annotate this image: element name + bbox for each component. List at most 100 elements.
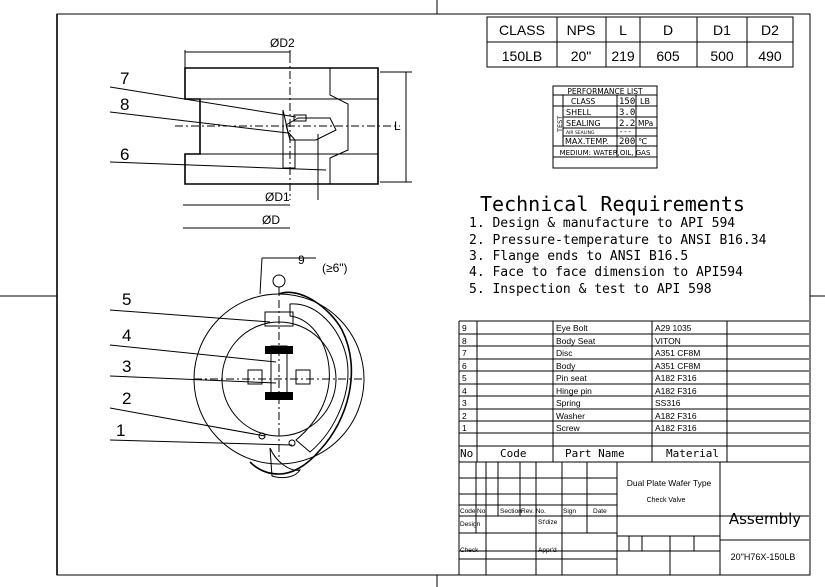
performance-class-unit: LB (640, 97, 650, 106)
dim-l-label: L (394, 119, 401, 133)
parts-header-code: Code (500, 447, 527, 460)
title-no-label: No. (477, 508, 487, 515)
title-stdize-label: St'dize (538, 519, 558, 526)
spec-value-d1: 500 (710, 48, 734, 64)
performance-class-value: 150 (619, 97, 635, 107)
spec-header-d1: D1 (713, 22, 731, 38)
part-material-6: A351 CF8M (655, 361, 700, 371)
spec-header-d2: D2 (761, 22, 779, 38)
title-code-label: Code (460, 508, 476, 515)
title-date-label: Date (593, 508, 607, 515)
parts-list: 9 Eye Bolt A29 1035 8 Body Seat VITON 7 … (458, 320, 809, 575)
performance-test-label: TEST (556, 116, 564, 133)
balloon-4: 4 (122, 326, 131, 345)
spec-table: CLASS NPS L D D1 D2 150LB 20" 219 605 50… (486, 16, 794, 68)
performance-shell-value: 3.0 (619, 108, 635, 118)
performance-shell-label: SHELL (566, 108, 592, 117)
part-name-8: Body Seat (556, 336, 596, 346)
performance-sealing-label: SEALING (566, 119, 601, 128)
performance-medium: MEDIUM: WATER,OIL, GAS (560, 149, 651, 157)
part-material-8: VITON (655, 336, 681, 346)
performance-maxtemp-value: 200 (619, 137, 635, 147)
technical-requirements: Technical Requirements 1. Design & manuf… (469, 192, 767, 297)
part-material-4: A182 F316 (655, 386, 697, 396)
parts-header-no: No (460, 447, 473, 460)
parts-header-material: Material (666, 447, 719, 460)
spec-value-d2: 490 (758, 48, 782, 64)
part-no-5: 5 (462, 373, 467, 383)
balloon-1: 1 (116, 421, 125, 440)
spec-value-nps: 20" (571, 48, 592, 64)
balloon-9: 9 (298, 253, 305, 267)
dim-d-label: ØD (262, 213, 280, 227)
balloon-8: 8 (120, 95, 129, 114)
section-view: ØD2 ØD1 ØD L 7 8 6 (109, 36, 412, 229)
balloon-6: 6 (120, 145, 129, 164)
balloon-2: 2 (122, 389, 131, 408)
title-design-label: Design (460, 521, 481, 528)
part-name-1: Screw (556, 423, 580, 433)
spec-header-d: D (663, 22, 673, 38)
performance-air-label: AIR SEALING (566, 130, 595, 136)
title-product-line1: Dual Plate Wafer Type (627, 478, 712, 488)
part-no-9: 9 (462, 323, 467, 333)
part-no-4: 4 (462, 386, 467, 396)
part-no-2: 2 (462, 411, 467, 421)
title-revno-label: Rev. No. (521, 508, 546, 515)
part-no-3: 3 (462, 398, 467, 408)
part-material-3: SS316 (655, 398, 681, 408)
front-view: 9 (≥6") 5 4 3 2 1 (109, 253, 365, 479)
requirements-title: Technical Requirements (480, 192, 745, 216)
requirement-item-1: 1. Design & manufacture to API 594 (469, 216, 735, 231)
part-no-1: 1 (462, 423, 467, 433)
requirement-item-4: 4. Face to face dimension to API594 (469, 265, 743, 280)
balloon-7: 7 (120, 69, 129, 88)
spec-value-class: 150LB (502, 48, 542, 64)
title-section-label: Section (500, 508, 522, 515)
requirement-item-5: 5. Inspection & test to API 598 (469, 282, 712, 297)
part-material-5: A182 F316 (655, 373, 697, 383)
balloon-3: 3 (122, 357, 131, 376)
balloon-5: 5 (122, 290, 131, 309)
spec-header-l: L (619, 22, 627, 38)
requirement-item-3: 3. Flange ends to ANSI B16.5 (469, 249, 688, 264)
dim-d2-label: ØD2 (270, 36, 295, 50)
performance-air-value: --- (619, 128, 632, 136)
part-name-4: Hinge pin (556, 386, 592, 396)
part-name-2: Washer (556, 411, 585, 421)
performance-sealing-value: 2.2 (619, 119, 635, 129)
part-material-1: A182 F316 (655, 423, 697, 433)
part-name-5: Pin seat (556, 373, 587, 383)
title-sign-label: Sign (563, 508, 576, 515)
part-no-8: 8 (462, 336, 467, 346)
performance-class-label: CLASS (571, 97, 595, 106)
title-check-label: Check (460, 547, 479, 554)
spec-value-l: 219 (611, 48, 635, 64)
part-name-6: Body (556, 361, 576, 371)
part-name-9: Eye Bolt (556, 323, 588, 333)
requirement-item-2: 2. Pressure-temperature to ANSI B16.34 (469, 233, 767, 248)
performance-maxtemp-label: MAX.TEMP. (565, 137, 608, 146)
part-material-9: A29 1035 (655, 323, 692, 333)
dim-d1-label: ØD1 (265, 190, 290, 204)
part-material-2: A182 F316 (655, 411, 697, 421)
part-name-3: Spring (556, 398, 581, 408)
spec-header-class: CLASS (499, 22, 545, 38)
parts-header-name: Part Name (565, 447, 625, 460)
performance-title: PERFORMANCE LIST (567, 87, 643, 96)
performance-pressure-unit: MPa (638, 119, 653, 128)
part-name-7: Disc (556, 348, 573, 358)
title-model: 20"H76X-150LB (731, 552, 796, 562)
title-product-line2: Check Valve (647, 497, 686, 504)
title-assembly: Assembly (729, 510, 801, 528)
performance-temp-unit: ℃ (638, 137, 647, 146)
part-no-6: 6 (462, 361, 467, 371)
part-material-7: A351 CF8M (655, 348, 700, 358)
performance-list: PERFORMANCE LIST CLASS 150 LB TEST SHELL… (552, 85, 658, 169)
spec-header-nps: NPS (567, 22, 596, 38)
title-apprd-label: Appr'd (538, 547, 557, 554)
spec-value-d: 605 (656, 48, 680, 64)
balloon-9-note: (≥6") (322, 261, 348, 275)
